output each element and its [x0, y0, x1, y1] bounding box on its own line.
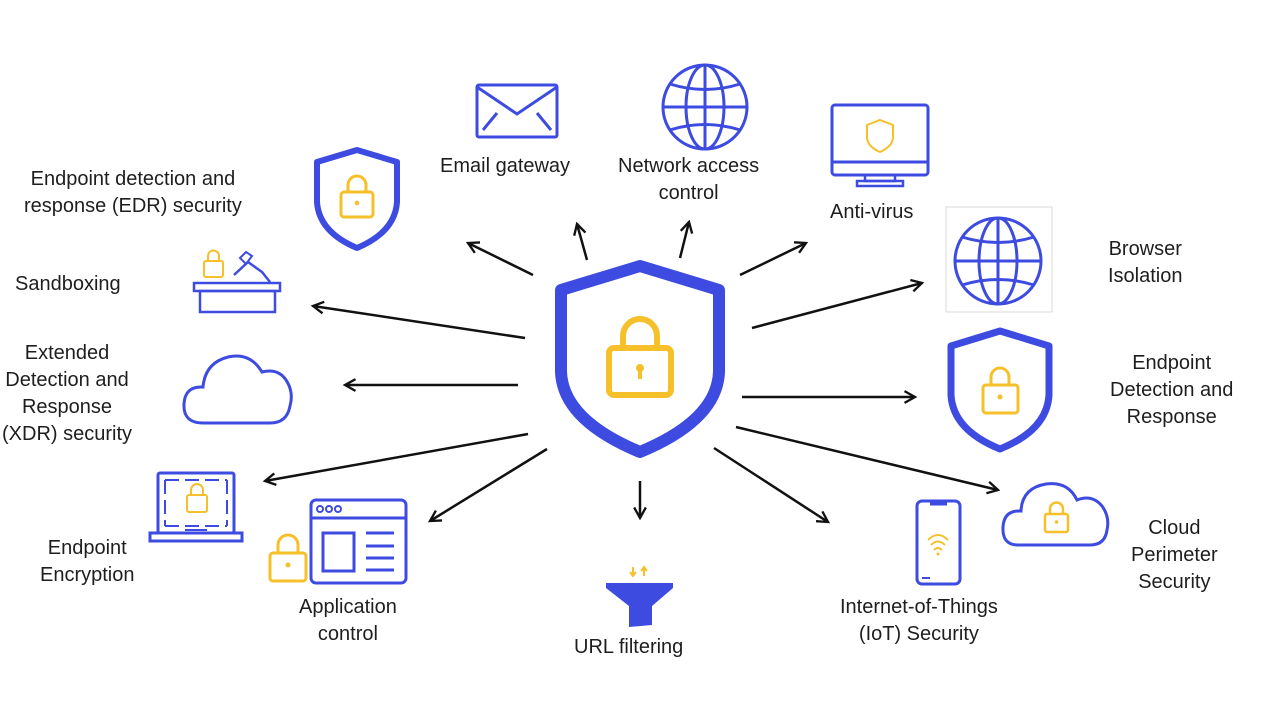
label-line: Email gateway	[440, 155, 571, 177]
label-line: Extended	[24, 342, 110, 364]
arrow-to-nac	[678, 222, 689, 259]
arrow-to-sandbox	[313, 306, 526, 340]
xdr-cloud-icon	[182, 354, 293, 425]
center-shield-lock-icon	[555, 260, 725, 458]
sandbox-icon	[192, 249, 282, 314]
smartphone-wifi-icon	[915, 499, 962, 586]
label-line: Detection and	[1110, 379, 1234, 401]
arrow-to-antivirus	[739, 243, 806, 277]
label-line: Encryption	[40, 564, 135, 586]
cloud-lock-icon	[1001, 482, 1110, 547]
laptop-lock-icon	[148, 471, 244, 543]
arrow-to-appctl	[430, 447, 548, 521]
label-line: control	[317, 623, 378, 645]
arrow-to-email	[468, 243, 534, 277]
label-line: Network access	[618, 155, 760, 177]
label-edr-security-left: Endpoint detection and response (EDR) se…	[24, 166, 242, 220]
label-application-control: Application control	[299, 594, 397, 648]
arrow-to-encryption	[265, 432, 529, 481]
label-line: Isolation	[1108, 265, 1183, 287]
browser-globe-icon	[945, 206, 1053, 313]
label-line: (IoT) Security	[858, 623, 979, 645]
edr-right-shield-lock-icon	[947, 327, 1053, 453]
envelope-icon	[475, 83, 559, 139]
label-line: Endpoint	[47, 537, 127, 559]
label-line: Response	[21, 396, 113, 418]
monitor-shield-icon	[830, 103, 930, 188]
label-line: Endpoint	[1132, 352, 1212, 374]
label-line: (XDR) security	[2, 423, 133, 445]
label-line: Endpoint detection and	[30, 168, 236, 190]
label-sandboxing: Sandboxing	[15, 271, 121, 298]
label-line: Browser	[1108, 238, 1182, 260]
label-line: Cloud	[1148, 517, 1201, 539]
edr-left-shield-lock-icon	[314, 147, 400, 251]
label-iot-security: Internet-of-Things (IoT) Security	[840, 594, 998, 648]
label-endpoint-encryption: Endpoint Encryption	[40, 535, 135, 589]
label-line: Internet-of-Things	[840, 596, 998, 618]
label-cloud-perimeter-security: Cloud Perimeter Security	[1131, 515, 1218, 596]
label-line: control	[658, 182, 719, 204]
label-endpoint-detection-response-right: Endpoint Detection and Response	[1110, 350, 1233, 431]
arrow-to-iot	[713, 446, 828, 522]
label-url-filtering: URL filtering	[574, 634, 683, 661]
label-line: URL filtering	[574, 636, 684, 658]
arrow-to-browser	[751, 283, 922, 330]
label-line: Sandboxing	[15, 273, 121, 295]
label-line: response (EDR) security	[24, 195, 242, 217]
label-line: Response	[1126, 406, 1217, 428]
funnel-icon	[606, 565, 673, 627]
label-line: Perimeter	[1131, 544, 1218, 566]
app-window-lock-icon	[268, 498, 408, 585]
nac-globe-icon	[661, 63, 749, 151]
label-anti-virus: Anti-virus	[830, 199, 913, 226]
arrow-to-email-up	[577, 224, 589, 261]
label-browser-isolation: Browser Isolation	[1108, 236, 1183, 290]
label-network-access-control: Network access control	[618, 153, 759, 207]
label-xdr-security: Extended Detection and Response (XDR) se…	[2, 340, 132, 448]
arrow-to-cloud-perimeter	[735, 425, 998, 490]
label-line: Anti-virus	[830, 201, 914, 223]
label-line: Application	[299, 596, 397, 618]
label-email-gateway: Email gateway	[440, 153, 570, 180]
label-line: Detection and	[5, 369, 129, 391]
label-line: Security	[1138, 571, 1211, 593]
